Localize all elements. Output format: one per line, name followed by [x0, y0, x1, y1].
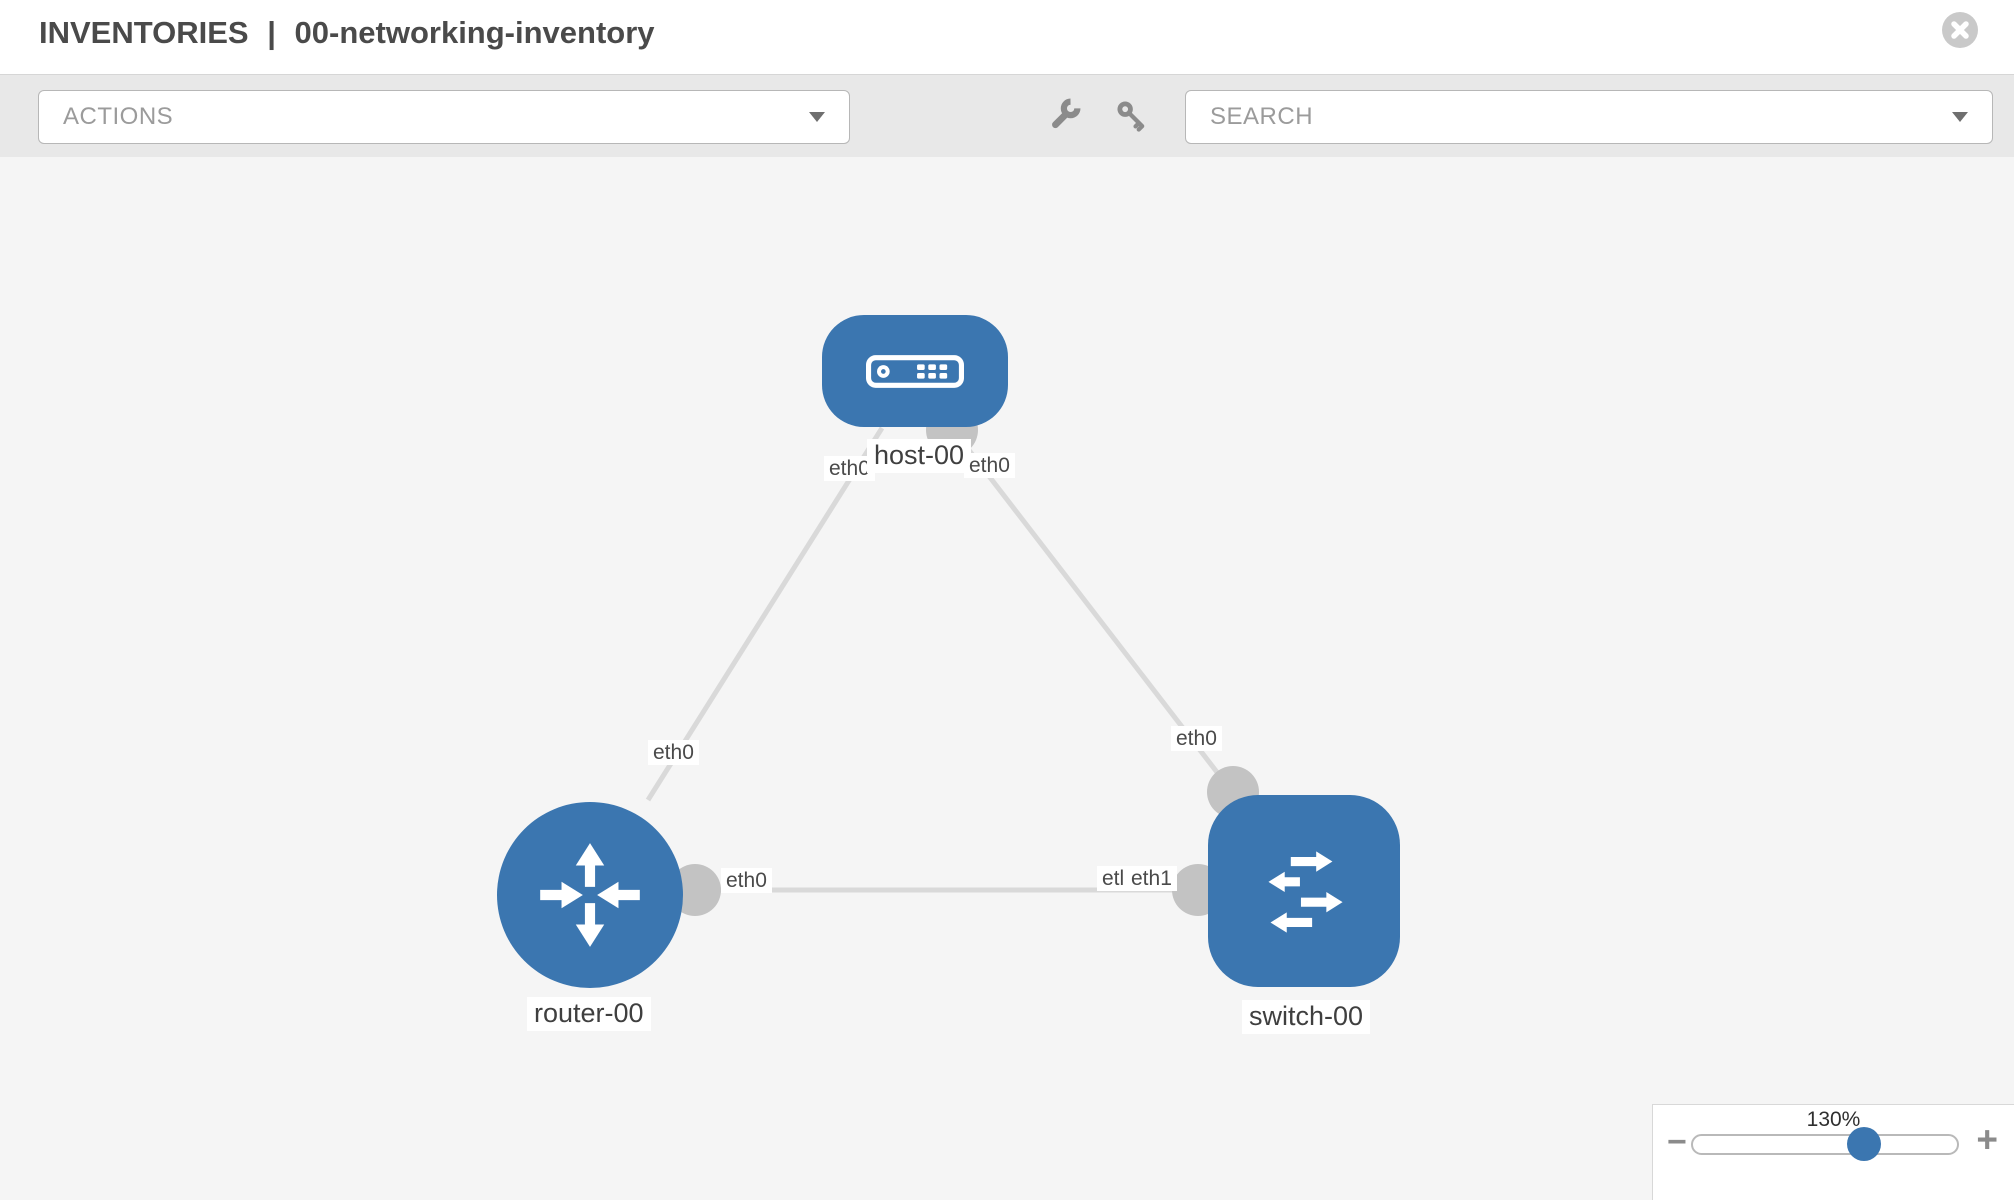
node-host-00[interactable] [822, 315, 1008, 427]
search-dropdown[interactable]: SEARCH [1185, 90, 1993, 144]
zoom-level-value: 130% [1806, 1108, 1861, 1131]
breadcrumb-section: INVENTORIES [39, 15, 249, 50]
node-switch-00[interactable] [1208, 795, 1400, 987]
link-host-router[interactable] [645, 426, 885, 802]
header-bar: INVENTORIES | 00-networking-inventory [0, 0, 2014, 74]
server-icon [866, 354, 964, 388]
zoom-in-button[interactable]: + [1976, 1119, 1998, 1160]
key-icon [1117, 101, 1145, 132]
interface-label-host-eth0-right: eth0 [964, 453, 1015, 479]
zoom-slider-track[interactable] [1691, 1134, 1959, 1155]
topology-canvas[interactable]: eth0 host-00 eth0 eth0 eth0 eth0 etl eth… [0, 157, 2014, 1200]
wrench-icon [1052, 98, 1081, 129]
chevron-down-icon [1952, 112, 1968, 122]
actions-dropdown[interactable]: ACTIONS [38, 90, 850, 144]
node-label-host-00: host-00 [867, 439, 972, 473]
interface-label-switch-eth1: eth1 [1126, 866, 1177, 892]
node-label-router-00: router-00 [527, 997, 651, 1031]
page-title: INVENTORIES | 00-networking-inventory [39, 15, 655, 51]
actions-dropdown-label: ACTIONS [63, 103, 174, 130]
close-button[interactable] [1942, 12, 1978, 48]
switch-arrows-icon [1268, 851, 1343, 933]
node-router-00[interactable] [497, 802, 683, 988]
zoom-control-panel: 130% − + [1652, 1104, 2014, 1200]
link-lines [645, 426, 1235, 893]
key-tool-button[interactable] [1114, 98, 1150, 134]
inventory-name: 00-networking-inventory [294, 15, 655, 50]
close-icon [1951, 21, 1969, 39]
zoom-out-button[interactable]: − [1667, 1123, 1687, 1161]
interface-label-router-eth0-upper: eth0 [648, 740, 699, 766]
wrench-tool-button[interactable] [1047, 96, 1083, 132]
chevron-down-icon [809, 112, 825, 122]
search-dropdown-label: SEARCH [1210, 103, 1314, 130]
node-label-switch-00: switch-00 [1242, 1000, 1371, 1034]
interface-label-router-eth0-mid: eth0 [721, 868, 772, 894]
zoom-slider-thumb[interactable] [1847, 1127, 1881, 1161]
interface-label-switch-eth0-upper: eth0 [1171, 726, 1222, 752]
interface-label-host-eth0-left: eth0 [824, 456, 875, 482]
toolbar: ACTIONS SEARCH [0, 74, 2014, 159]
breadcrumb-separator: | [267, 15, 276, 50]
router-arrows-icon [540, 843, 640, 947]
